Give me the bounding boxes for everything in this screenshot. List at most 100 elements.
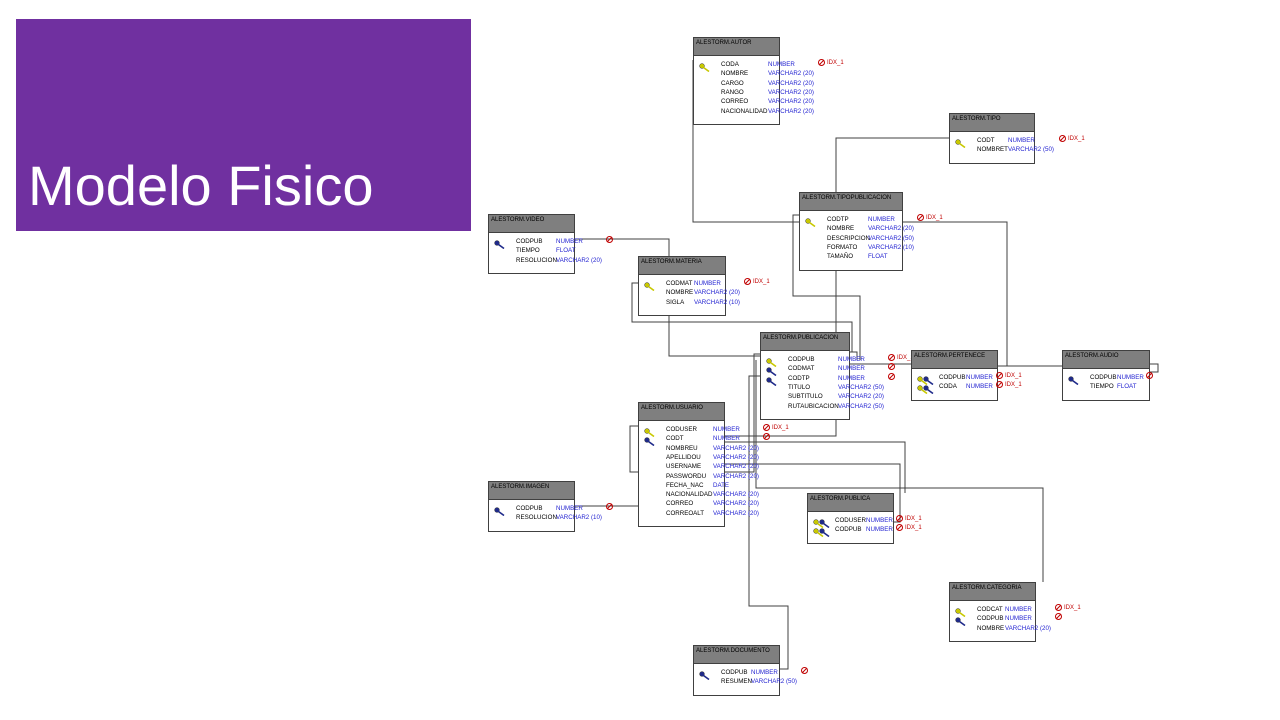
column-type: VARCHAR2 (20)	[713, 463, 759, 471]
relationship-line	[725, 262, 837, 437]
table-usuario: ALESTORM.USUARIO	[638, 402, 725, 527]
column-type: VARCHAR2 (20)	[713, 453, 759, 461]
column-type: VARCHAR2 (20)	[713, 472, 759, 480]
column-name: CARGO	[721, 79, 744, 87]
table-header: ALESTORM.AUDIO	[1063, 351, 1149, 369]
table-imagen: ALESTORM.IMAGEN	[488, 481, 575, 532]
index-icon	[917, 214, 924, 221]
column-type: VARCHAR2 (50)	[1008, 146, 1054, 154]
index-icon	[744, 278, 751, 285]
relationship-line	[850, 351, 858, 360]
column-name: PASSWORDU	[666, 472, 707, 480]
column-name: CODMAT	[788, 365, 815, 373]
column-type: NUMBER	[751, 669, 778, 676]
column-name: CODMAT	[666, 280, 693, 287]
column-type: NUMBER	[556, 238, 583, 245]
foreign-key-icon	[819, 515, 831, 529]
table-header: ALESTORM.PERTENECE	[912, 351, 997, 369]
index-icon	[896, 524, 903, 532]
column-type: VARCHAR2 (10)	[556, 514, 602, 522]
foreign-key-icon	[766, 373, 778, 386]
relationship-line	[668, 308, 760, 357]
column-type: VARCHAR2 (20)	[768, 107, 814, 115]
foreign-key-icon	[955, 613, 967, 627]
column-type: VARCHAR2 (50)	[751, 678, 797, 686]
column-type: NUMBER	[768, 61, 795, 68]
column-type: VARCHAR2 (50)	[838, 383, 884, 391]
index-marker: IDX_1	[763, 424, 789, 432]
column-name: CODUSER	[666, 426, 697, 433]
table-materia: ALESTORM.MATERIA	[638, 256, 726, 316]
relationship-line	[835, 137, 949, 192]
index-label: IDX_1	[905, 525, 922, 532]
column-name: APELLIDOU	[666, 453, 701, 461]
table-header: ALESTORM.VIDEO	[489, 215, 574, 233]
column-type: NUMBER	[838, 365, 865, 373]
foreign-key-icon	[494, 236, 506, 250]
index-marker	[606, 236, 615, 244]
index-marker	[888, 363, 897, 371]
table-categoria: ALESTORM.CATEGORIA	[949, 582, 1036, 642]
relationship-line	[1150, 363, 1159, 373]
column-type: NUMBER	[966, 383, 993, 391]
table-header: ALESTORM.PUBLICA	[808, 494, 893, 512]
index-label: IDX_1	[1068, 136, 1085, 143]
relationship-line	[725, 463, 901, 523]
column-type: NUMBER	[713, 426, 740, 433]
table-tipo: ALESTORM.TIPO	[949, 113, 1035, 164]
column-type: NUMBER	[868, 216, 895, 223]
index-marker: IDX_1	[896, 515, 922, 523]
column-name: USERNAME	[666, 463, 702, 471]
column-type: VARCHAR2 (20)	[768, 88, 814, 96]
primary-key-icon	[813, 524, 825, 538]
index-icon	[763, 433, 770, 441]
table-header: ALESTORM.IMAGEN	[489, 482, 574, 500]
index-label: IDX_1	[772, 425, 789, 432]
table-header: ALESTORM.USUARIO	[639, 403, 724, 421]
column-type: FLOAT	[1117, 383, 1137, 391]
table-audio: ALESTORM.AUDIO	[1062, 350, 1150, 401]
foreign-key-icon	[1068, 372, 1080, 386]
column-name: RANGO	[721, 88, 744, 96]
table-header: ALESTORM.PUBLICACION	[761, 333, 849, 351]
index-icon	[1055, 604, 1062, 611]
index-label: IDX_1	[926, 215, 943, 222]
column-name: NACIONALIDAD	[666, 491, 713, 499]
index-marker	[606, 503, 615, 511]
index-marker: IDX_1	[996, 381, 1022, 389]
index-icon	[888, 363, 895, 371]
column-name: NOMBRE	[721, 70, 749, 78]
column-name: CODPUB	[977, 615, 1004, 623]
index-label: IDX_1	[827, 60, 844, 67]
column-name: NOMBRE	[977, 624, 1005, 632]
table-header: ALESTORM.TIPOPUBLICACION	[800, 193, 902, 211]
relationship-line	[725, 353, 760, 473]
column-name: CODPUB	[516, 505, 543, 512]
column-type: DATE	[713, 481, 730, 489]
primary-key-icon	[644, 278, 656, 292]
column-name: TIEMPO	[516, 247, 540, 255]
index-icon	[606, 236, 613, 243]
column-name: CODPUB	[939, 374, 966, 381]
column-type: NUMBER	[694, 280, 721, 287]
index-icon	[888, 354, 895, 361]
column-name: RUTAUBICACION	[788, 402, 839, 410]
foreign-key-icon	[699, 667, 711, 681]
column-name: CODPUB	[721, 669, 748, 676]
relationship-line	[748, 375, 789, 670]
column-type: VARCHAR2 (20)	[768, 70, 814, 78]
index-marker	[888, 372, 897, 381]
relationship-line	[755, 360, 1044, 582]
index-marker: IDX_1	[917, 214, 943, 222]
index-marker: IDX_1	[1055, 604, 1081, 612]
primary-key-icon	[813, 515, 825, 529]
index-icon	[888, 372, 895, 380]
column-name: SIGLA	[666, 298, 685, 306]
column-type: NUMBER	[866, 517, 893, 524]
column-type: VARCHAR2 (50)	[868, 234, 914, 242]
column-name: CODT	[977, 137, 995, 144]
index-marker: IDX_1	[744, 278, 770, 286]
table-header: ALESTORM.TIPO	[950, 114, 1034, 132]
column-type: NUMBER	[713, 435, 740, 443]
index-icon	[1055, 613, 1062, 621]
